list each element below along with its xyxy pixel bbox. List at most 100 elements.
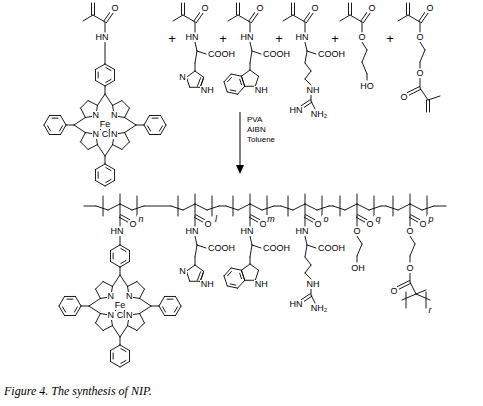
bond-line bbox=[369, 206, 381, 210]
bond-line bbox=[357, 204, 369, 210]
bond-line bbox=[96, 206, 108, 210]
bond-line bbox=[52, 118, 58, 119]
bond-line bbox=[362, 62, 367, 74]
bond-line bbox=[305, 204, 306, 216]
carbonyl-oxygen: O bbox=[255, 4, 264, 13]
bond-line bbox=[250, 63, 251, 70]
bond-line bbox=[195, 194, 196, 204]
bond-line bbox=[91, 3, 92, 15]
bond-line bbox=[357, 236, 362, 244]
bond-line bbox=[110, 262, 120, 268]
bond-line bbox=[165, 315, 176, 316]
bond-line bbox=[224, 82, 227, 92]
bond-line bbox=[81, 306, 89, 307]
bond-line bbox=[305, 63, 311, 71]
bond-line bbox=[103, 282, 112, 287]
bond-line bbox=[305, 236, 307, 245]
bond-line bbox=[219, 206, 226, 207]
bond-line bbox=[422, 206, 434, 210]
bond-line bbox=[228, 78, 232, 82]
bond-line bbox=[186, 271, 189, 281]
bond-line bbox=[105, 81, 115, 87]
bond-line bbox=[96, 314, 101, 323]
bond-line bbox=[44, 125, 50, 135]
bond-line bbox=[176, 306, 182, 316]
bond-line bbox=[112, 326, 120, 337]
bond-line bbox=[362, 42, 367, 50]
bond-line bbox=[195, 63, 196, 71]
imine-hn: HN bbox=[289, 300, 304, 309]
bond-line bbox=[81, 133, 86, 142]
bond-line bbox=[283, 15, 293, 21]
bond-line bbox=[252, 51, 261, 54]
bond-line bbox=[110, 351, 111, 362]
bond-line bbox=[125, 125, 136, 133]
bond-line bbox=[317, 206, 329, 210]
bond-line bbox=[250, 264, 259, 270]
bond-line bbox=[238, 15, 250, 22]
bond-line bbox=[410, 236, 415, 244]
bond-line bbox=[224, 74, 231, 82]
plus-sign: + bbox=[167, 32, 177, 45]
bond-line bbox=[50, 115, 61, 116]
bond-line bbox=[340, 15, 350, 21]
bond-line bbox=[104, 11, 111, 21]
bond-line bbox=[120, 236, 121, 245]
bond-line bbox=[305, 71, 311, 79]
bond-line bbox=[97, 145, 105, 156]
bond-line bbox=[250, 22, 251, 32]
bond-line bbox=[113, 353, 114, 359]
bond-line bbox=[329, 206, 333, 207]
bond-line bbox=[420, 88, 428, 100]
bond-line bbox=[186, 77, 189, 87]
plus-sign: + bbox=[330, 32, 340, 45]
bond-line bbox=[231, 268, 241, 270]
bond-line bbox=[406, 3, 407, 15]
bond-line bbox=[74, 307, 77, 312]
ester-oxygen: O bbox=[405, 264, 414, 273]
bond-line bbox=[416, 294, 430, 300]
bond-line bbox=[161, 115, 167, 125]
bond-line bbox=[195, 51, 197, 63]
carbonyl-oxygen: O bbox=[389, 287, 398, 296]
bond-line bbox=[110, 245, 120, 251]
bond-line bbox=[137, 196, 138, 216]
bond-line bbox=[195, 42, 197, 51]
bond-line bbox=[228, 15, 238, 21]
bond-line bbox=[250, 257, 251, 264]
bond-line bbox=[305, 273, 311, 279]
bond-line bbox=[88, 101, 97, 106]
chloride-ligand: Cl bbox=[101, 130, 112, 139]
bond-line bbox=[81, 142, 88, 149]
figure-caption: Figure 4. The synthesis of NIP. bbox=[4, 384, 152, 399]
bond-line bbox=[434, 206, 446, 207]
ester-oxygen: O bbox=[352, 227, 361, 236]
bond-line bbox=[120, 204, 132, 210]
bond-line bbox=[409, 3, 410, 15]
bond-line bbox=[227, 92, 237, 94]
bond-line bbox=[186, 265, 195, 271]
bond-line bbox=[398, 204, 410, 210]
bond-line bbox=[421, 13, 428, 23]
hydroxyl-group: HO bbox=[359, 82, 375, 91]
bond-line bbox=[97, 94, 105, 105]
bond-line bbox=[120, 216, 121, 226]
carbonyl-oxygen: O bbox=[367, 4, 376, 13]
bond-line bbox=[420, 62, 421, 68]
bond-line bbox=[267, 196, 268, 216]
iron-center: Fe bbox=[99, 120, 112, 129]
bond-line bbox=[274, 206, 281, 207]
bond-line bbox=[406, 292, 407, 308]
bond-line bbox=[125, 108, 130, 117]
bond-line bbox=[230, 90, 236, 91]
bond-line bbox=[98, 172, 99, 178]
bond-line bbox=[250, 245, 252, 257]
bond-line bbox=[173, 15, 183, 21]
bond-line bbox=[105, 64, 115, 70]
arrow-head bbox=[236, 165, 244, 174]
bond-line bbox=[181, 3, 182, 15]
bond-line bbox=[83, 15, 93, 21]
bond-line bbox=[161, 125, 167, 135]
carbonyl-oxygen: O bbox=[425, 4, 434, 13]
